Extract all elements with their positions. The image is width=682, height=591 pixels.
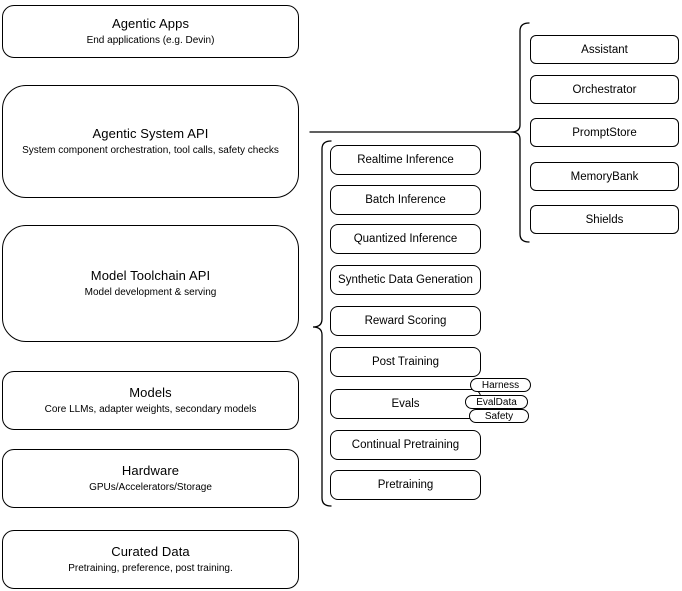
models-title: Models xyxy=(129,385,172,400)
box-shields: Shields xyxy=(530,205,679,234)
agentic-system-api-title: Agentic System API xyxy=(92,126,209,141)
post-training-label: Post Training xyxy=(371,356,440,368)
box-evals: Evals xyxy=(330,389,481,419)
realtime-inference-label: Realtime Inference xyxy=(357,154,454,166)
box-post-training: Post Training xyxy=(330,347,481,377)
agentic-system-api-subtitle: System component orchestration, tool cal… xyxy=(22,145,279,156)
evals-label: Evals xyxy=(391,398,420,410)
model-toolchain-api-title: Model Toolchain API xyxy=(90,268,211,283)
promptstore-label: PromptStore xyxy=(572,126,637,139)
box-memorybank: MemoryBank xyxy=(530,162,679,191)
curated-data-subtitle: Pretraining, preference, post training. xyxy=(68,563,233,574)
hardware-subtitle: GPUs/Accelerators/Storage xyxy=(89,482,212,493)
box-agentic-system-api: Agentic System API System component orch… xyxy=(2,85,299,198)
continual-pretraining-label: Continual Pretraining xyxy=(351,439,460,451)
curated-data-title: Curated Data xyxy=(111,544,190,559)
pill-harness: Harness xyxy=(470,378,531,392)
box-continual-pretraining: Continual Pretraining xyxy=(330,430,481,460)
agentic-apps-title: Agentic Apps xyxy=(111,16,190,31)
pretraining-label: Pretraining xyxy=(377,479,434,491)
quantized-inference-label: Quantized Inference xyxy=(353,233,458,245)
harness-label: Harness xyxy=(481,379,520,391)
box-orchestrator: Orchestrator xyxy=(530,75,679,104)
box-reward-scoring: Reward Scoring xyxy=(330,306,481,336)
models-subtitle: Core LLMs, adapter weights, secondary mo… xyxy=(44,404,257,415)
box-pretraining: Pretraining xyxy=(330,470,481,500)
shields-label: Shields xyxy=(585,213,624,226)
batch-inference-label: Batch Inference xyxy=(365,194,446,206)
pill-safety: Safety xyxy=(469,409,529,423)
box-quantized-inference: Quantized Inference xyxy=(330,224,481,254)
box-curated-data: Curated Data Pretraining, preference, po… xyxy=(2,530,299,589)
hardware-title: Hardware xyxy=(121,463,180,478)
pill-evaldata: EvalData xyxy=(465,395,528,409)
reward-scoring-label: Reward Scoring xyxy=(364,315,447,327)
evaldata-label: EvalData xyxy=(476,396,517,408)
box-models: Models Core LLMs, adapter weights, secon… xyxy=(2,371,299,430)
system-components-brace xyxy=(510,22,530,243)
box-synthetic-data-generation: Synthetic Data Generation xyxy=(330,265,481,295)
box-assistant: Assistant xyxy=(530,35,679,64)
assistant-label: Assistant xyxy=(581,43,628,56)
box-agentic-apps: Agentic Apps End applications (e.g. Devi… xyxy=(2,5,299,58)
box-promptstore: PromptStore xyxy=(530,118,679,147)
box-hardware: Hardware GPUs/Accelerators/Storage xyxy=(2,449,299,508)
box-model-toolchain-api: Model Toolchain API Model development & … xyxy=(2,225,299,342)
memorybank-label: MemoryBank xyxy=(570,170,639,183)
box-batch-inference: Batch Inference xyxy=(330,185,481,215)
synthetic-data-generation-label: Synthetic Data Generation xyxy=(338,274,473,286)
toolchain-brace xyxy=(312,140,332,507)
agentic-apps-subtitle: End applications (e.g. Devin) xyxy=(86,35,215,46)
box-realtime-inference: Realtime Inference xyxy=(330,145,481,175)
model-toolchain-api-subtitle: Model development & serving xyxy=(84,287,217,298)
orchestrator-label: Orchestrator xyxy=(572,83,637,96)
safety-label: Safety xyxy=(484,410,514,422)
